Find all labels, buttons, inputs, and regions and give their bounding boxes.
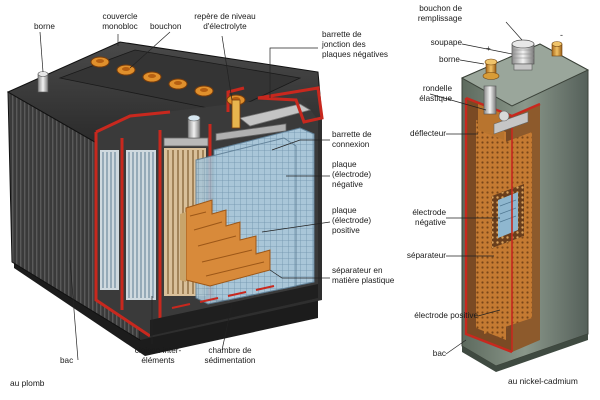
nicd-battery-illustration xyxy=(460,39,590,372)
label-plaque-negative: plaque (électrode) négative xyxy=(332,160,372,189)
label-separateur-nicd: séparateur xyxy=(406,251,446,260)
label-electrode-negative: électrode négative xyxy=(412,208,446,227)
label-separateur-plastique: séparateur en matière plastique xyxy=(332,266,395,285)
label-bac: bac xyxy=(60,356,74,365)
label-soupape: soupape xyxy=(430,38,462,47)
label-rondelle-elastique: rondelle élastique xyxy=(419,84,452,103)
label-bac-nicd: bac xyxy=(432,349,446,358)
label-electrode-positive: électrode positive xyxy=(414,311,478,320)
label-barrette-connexion: barrette de connexion xyxy=(332,130,372,149)
label-deflecteur: déflecteur xyxy=(410,129,446,138)
label-bouchon-remplissage: bouchon de remplissage xyxy=(417,4,462,23)
terminal-minus-sign: - xyxy=(560,30,563,40)
lead-battery-illustration xyxy=(6,41,324,356)
label-couvercle-monobloc: couvercle monobloc xyxy=(102,12,138,31)
label-cloison-inter-elements: cloison inter- éléments xyxy=(134,346,182,365)
terminal-plus-sign: + xyxy=(486,44,491,53)
label-plaque-positive: plaque (électrode) positive xyxy=(332,206,372,235)
label-bouchon: bouchon xyxy=(150,22,182,31)
label-borne-nicd: borne xyxy=(439,55,460,64)
caption-au-nickel-cadmium: au nickel-cadmium xyxy=(508,376,578,386)
label-chambre-sedimentation: chambre de sédimentation xyxy=(204,346,256,365)
label-repere-niveau: repère de niveau d'électrolyte xyxy=(194,12,256,31)
caption-au-plomb: au plomb xyxy=(10,378,45,388)
lead-leader-lines xyxy=(39,31,331,361)
nicd-leader-lines xyxy=(429,21,523,355)
label-borne: borne xyxy=(34,22,55,31)
label-barrette-jonction: barrette de jonction des plaques négativ… xyxy=(322,30,389,59)
